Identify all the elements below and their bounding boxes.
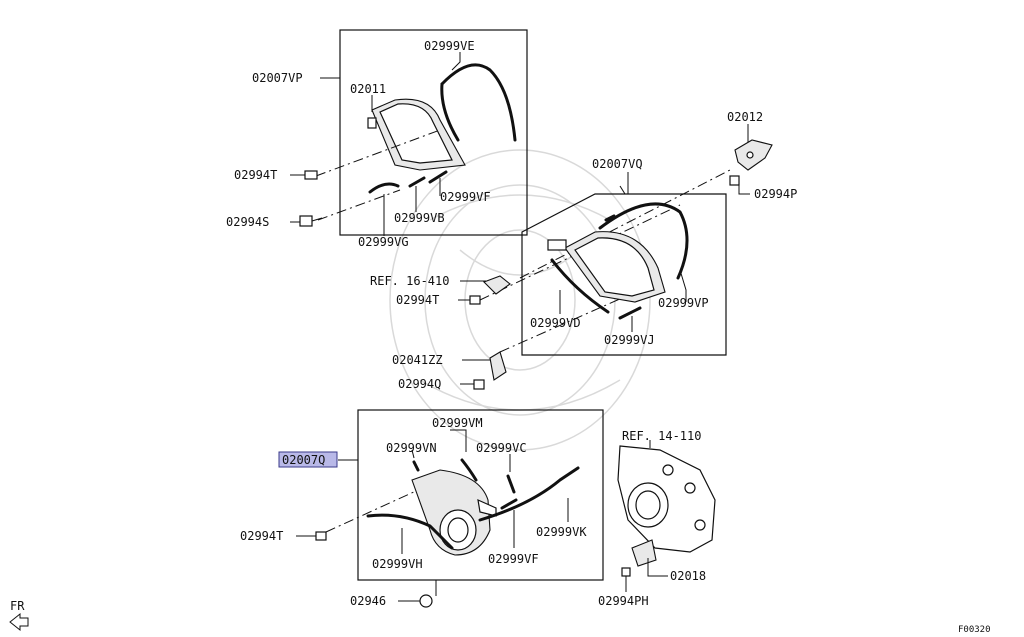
middle-cover-part bbox=[547, 231, 666, 303]
leader bbox=[450, 429, 467, 452]
centerline bbox=[315, 129, 441, 177]
label-02999VF-a: 02999VF bbox=[440, 190, 491, 204]
seal-02999VE bbox=[440, 63, 517, 142]
leader bbox=[679, 269, 687, 302]
label-02994PH: 02994PH bbox=[598, 594, 649, 608]
bolt-02994P bbox=[729, 175, 740, 186]
seal-02999VH bbox=[366, 513, 454, 550]
label-02994S: 02994S bbox=[226, 215, 269, 229]
label-02994P: 02994P bbox=[754, 187, 797, 201]
seal-02999VB bbox=[408, 176, 426, 188]
seal-02999VC bbox=[506, 474, 516, 494]
group-box-02007Q bbox=[357, 409, 604, 581]
label-02018: 02018 bbox=[670, 569, 706, 583]
centerline bbox=[479, 204, 681, 301]
centerline bbox=[317, 189, 401, 221]
bolt-02994T-c bbox=[315, 531, 327, 541]
leader bbox=[647, 558, 668, 577]
label-02999VE: 02999VE bbox=[424, 39, 475, 53]
label-02999VJ: 02999VJ bbox=[604, 333, 655, 347]
centerline bbox=[499, 289, 641, 353]
seal-02999VF-a bbox=[428, 170, 448, 184]
seal-02999VN bbox=[412, 460, 420, 472]
bracket-02018 bbox=[631, 539, 657, 567]
label-02994Q: 02994Q bbox=[398, 377, 441, 391]
seal-02999VE-b bbox=[440, 82, 460, 142]
seal-02999VD bbox=[550, 258, 610, 314]
label-02011: 02011 bbox=[350, 82, 386, 96]
bracket-ref-16-410 bbox=[483, 275, 511, 295]
lower-cover-part bbox=[411, 469, 497, 556]
label-02999VC: 02999VC bbox=[476, 441, 527, 455]
label-02999VF-b: 02999VF bbox=[488, 552, 539, 566]
seal-tab bbox=[604, 214, 616, 222]
label-ref-16-410: REF. 16-410 bbox=[370, 274, 449, 288]
bolt-02994S bbox=[299, 215, 323, 227]
label-02946: 02946 bbox=[350, 594, 386, 608]
label-02994T-c: 02994T bbox=[240, 529, 283, 543]
label-02012: 02012 bbox=[727, 110, 763, 124]
leader bbox=[619, 185, 626, 195]
bolt-02994T-b bbox=[469, 295, 481, 305]
label-02999VK: 02999VK bbox=[536, 525, 587, 539]
seal-02999VP bbox=[598, 202, 689, 280]
label-ref-14-110: REF. 14-110 bbox=[622, 429, 701, 443]
label-02999VD: 02999VD bbox=[530, 316, 581, 330]
seal-02999VF-b bbox=[500, 498, 518, 510]
label-02999VM: 02999VM bbox=[432, 416, 483, 430]
figure-code: F00320 bbox=[958, 625, 991, 635]
plug-02946 bbox=[419, 594, 433, 608]
seal-02999VJ bbox=[618, 306, 642, 320]
front-arrow-icon bbox=[9, 612, 29, 632]
label-02007Q[interactable]: 02007Q bbox=[282, 453, 325, 467]
label-02999VH: 02999VH bbox=[372, 557, 423, 571]
bracket-02012 bbox=[734, 139, 773, 171]
bolt-02994PH bbox=[621, 567, 631, 577]
label-fr: FR bbox=[10, 599, 25, 613]
bolt-02994T-a bbox=[304, 170, 318, 180]
group-box-02007VQ bbox=[521, 193, 727, 356]
label-02007VP: 02007VP bbox=[252, 71, 303, 85]
leader bbox=[451, 52, 461, 71]
seal-02999VG bbox=[368, 182, 400, 194]
highlight-02007Q bbox=[278, 451, 338, 468]
label-02999VG: 02999VG bbox=[358, 235, 409, 249]
bracket-02041ZZ bbox=[489, 351, 507, 381]
label-02994T-b: 02994T bbox=[396, 293, 439, 307]
label-02999VB: 02999VB bbox=[394, 211, 445, 225]
seal-02999VK bbox=[478, 466, 580, 522]
seal-02999VM bbox=[460, 458, 478, 482]
bolt-02994Q bbox=[473, 379, 485, 390]
group-box-02007VP bbox=[339, 29, 528, 236]
water-pump-ref-14-110 bbox=[617, 445, 716, 553]
leader bbox=[738, 182, 750, 195]
label-02999VN: 02999VN bbox=[386, 441, 437, 455]
label-02999VP: 02999VP bbox=[658, 296, 709, 310]
label-02994T-a: 02994T bbox=[234, 168, 277, 182]
label-02007VQ: 02007VQ bbox=[592, 157, 643, 171]
leader bbox=[411, 449, 415, 459]
upper-cover-part bbox=[367, 98, 466, 171]
label-02041ZZ: 02041ZZ bbox=[392, 353, 443, 367]
